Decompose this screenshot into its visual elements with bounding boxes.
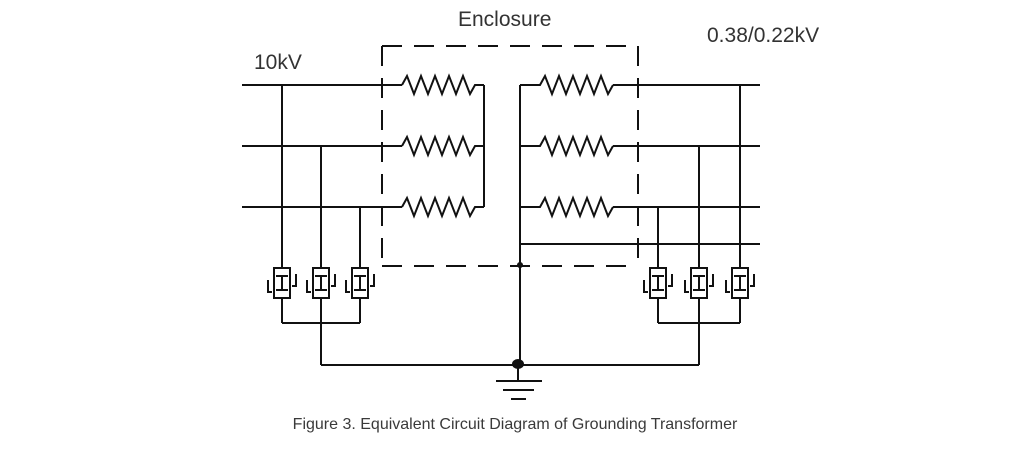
lv-arrester-leads (657, 85, 741, 365)
lv-surge-arresters (643, 267, 755, 299)
hv-arrester-a (267, 267, 297, 299)
junction-dot (517, 262, 523, 268)
hv-arrester-leads (281, 85, 361, 365)
ground-bus (321, 262, 699, 369)
hv-surge-arresters (267, 267, 375, 299)
lv-arrester-c (725, 267, 755, 299)
lv-windings (519, 73, 614, 366)
hv-arrester-b (306, 267, 336, 299)
hv-windings (401, 73, 485, 219)
hv-arrester-c (345, 267, 375, 299)
hv-winding-a (401, 73, 484, 97)
ground-junction (512, 359, 524, 369)
lv-arrester-a (643, 267, 673, 299)
lv-arrester-b (684, 267, 714, 299)
enclosure-boundary (381, 45, 639, 267)
hv-winding-c (401, 195, 484, 219)
lv-phase-lines (520, 84, 760, 245)
hv-voltage-label: 10kV (254, 51, 302, 74)
enclosure-label: Enclosure (458, 8, 552, 31)
lv-winding-a (520, 73, 614, 97)
lv-winding-b (520, 134, 614, 158)
figure-caption: Figure 3. Equivalent Circuit Diagram of … (292, 416, 738, 433)
lv-winding-c (520, 195, 614, 219)
ground-symbol-icon (496, 366, 542, 400)
lv-voltage-label: 0.38/0.22kV (707, 24, 820, 47)
hv-winding-b (401, 134, 484, 158)
